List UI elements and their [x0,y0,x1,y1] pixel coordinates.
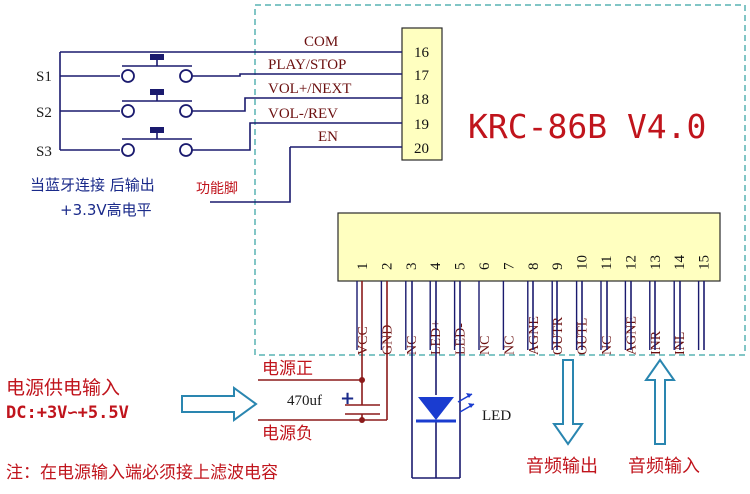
en-wire [210,147,291,203]
bottom-pin-number: 15 [697,255,713,270]
bottom-pin-signal: NC [502,336,517,355]
led-label: LED [482,408,511,424]
bottom-pin-number: 8 [526,263,542,271]
function-pin-label: 功能脚 [196,181,238,197]
upper-wires [255,51,402,148]
bottom-pin-signal: NC [478,336,493,355]
led-wiring [411,281,461,479]
s1-right-terminal [179,69,193,83]
s2-right-terminal [179,104,193,118]
bottom-pin-number: 14 [672,255,688,271]
s1-left-terminal [121,69,135,83]
s3-right-terminal [179,143,193,157]
audio-input-arrow [644,358,676,445]
capacitor-value: 470uf [287,393,322,409]
power-negative-label: 电源负 [262,424,313,444]
bt-connected-note-2: +3.3V高电平 [60,201,152,219]
bottom-pin-number: 1 [355,263,371,271]
bottom-pin-signal: OUTL [576,318,591,355]
bottom-pin-number: 7 [501,262,517,270]
audio-wiring [532,281,705,350]
bottom-pin-number: 5 [453,263,469,271]
power-positive-label: 电源正 [262,359,313,379]
bottom-pin-number: 13 [648,255,664,270]
bottom-pin-number: 6 [477,262,493,270]
bottom-pin-signal: AGNE [624,316,639,355]
s3-left-terminal [121,143,135,157]
upper-pin-signal: PLAY/STOP [268,57,346,73]
bt-connected-note-1: 当蓝牙连接 后输出 [30,176,155,194]
power-wiring [258,281,388,423]
power-input-title: 电源供电输入 [6,377,120,399]
upper-pin-number: 17 [414,68,430,84]
switch-area: S1 S2 S3 [36,51,255,160]
filter-capacitor-note: 注：在电源输入端必须接上滤波电容 [6,463,278,483]
bottom-pin-signal: GND [380,325,395,355]
bottom-pin-number: 9 [550,263,566,271]
power-input-range: DC:+3V∽+5.5V [6,403,129,423]
upper-pin-number: 16 [414,45,430,61]
bottom-pin-signal: OUTR [551,316,566,355]
upper-pin-number: 20 [414,141,429,157]
led-symbol [416,393,475,423]
upper-pin-signal: COM [304,34,338,50]
switch-label-s2: S2 [36,105,52,121]
bottom-pin-number: 4 [428,262,444,270]
module-title: KRC-86B V4.0 [468,107,706,146]
module-outline [254,4,746,356]
bottom-pin-number: 11 [599,256,615,270]
bottom-pin-number: 3 [404,263,420,271]
upper-pin-block [401,27,443,161]
upper-pin-signal: EN [318,129,338,145]
bottom-pin-signal: AGNE [527,316,542,355]
switch-label-s3: S3 [36,144,52,160]
upper-pin-signal: VOL-/REV [268,106,338,122]
bottom-pin-number: 10 [575,255,591,270]
bottom-pin-signal: INR [649,330,664,355]
upper-pin-number: 19 [414,117,429,133]
capacitor-plus: + [340,388,355,409]
upper-pin-signal: VOL+/NEXT [268,81,351,97]
s2-left-terminal [121,104,135,118]
bottom-pin-block [337,212,721,282]
audio-input-label: 音频输入 [628,456,700,477]
audio-output-label: 音频输出 [526,456,598,477]
audio-output-arrow [552,359,584,446]
upper-pin-number: 18 [414,92,429,108]
power-input-arrow [181,386,258,422]
bottom-pin-signal: LED- [454,323,469,355]
switch-label-s1: S1 [36,69,52,85]
bottom-pin-signal: VCC [356,326,371,355]
bottom-pin-number: 2 [379,263,395,271]
bottom-pin-number: 12 [623,255,639,270]
